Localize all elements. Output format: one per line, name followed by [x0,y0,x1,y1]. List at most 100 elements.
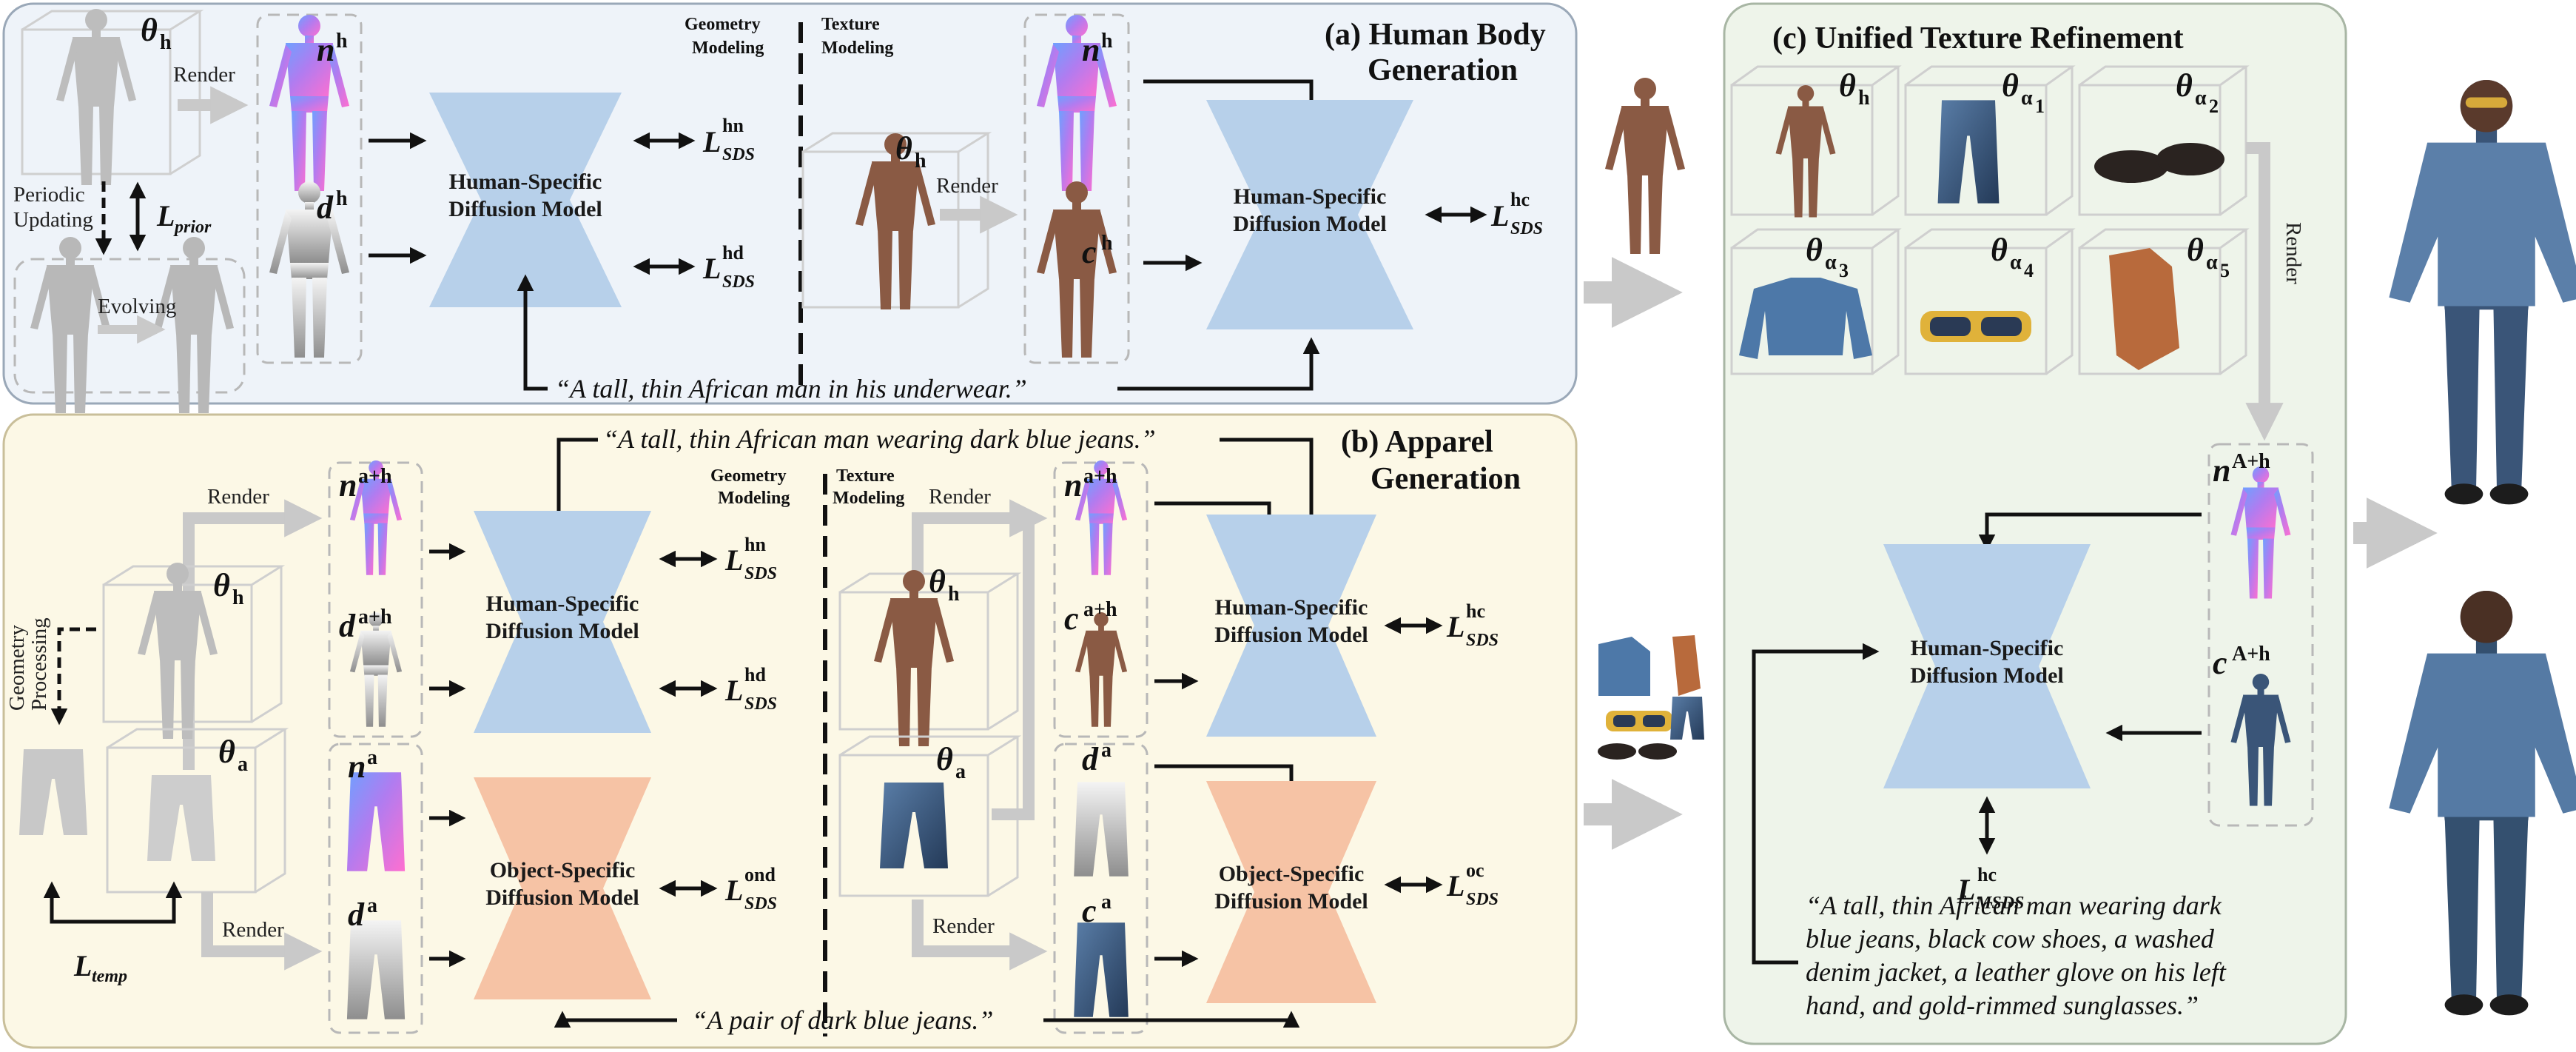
render-label-b1: Render [207,485,269,509]
theta-h-label-c: θ [1839,67,1856,104]
c-Ah-sup-c: A+h [2232,643,2270,666]
n-Ah-label-c: n [2213,452,2230,489]
model-b2-line1: Object-Specific [490,858,636,882]
prompt-b-top-right [1220,438,1320,543]
theta-a-sub-tex-b: a [955,760,966,783]
panel-b-background [2,413,1578,1049]
dashed-box-nd-ah [328,461,423,738]
d-a-label-tex-b: d [1082,741,1099,777]
dashed-box-nc-Ah [2207,443,2314,827]
cube-theta-h-c [1730,65,1902,218]
generated-body-middle [1605,78,1685,254]
render-arrow-b5 [912,899,1048,971]
c-ah-label-tex-b: c [1064,600,1079,637]
c-Ah-label-c: c [2213,645,2227,681]
loss-hn-b-sub: SDS [744,564,777,583]
theta-a4-idx-c: 4 [2024,260,2034,281]
loss-hc-b-sub: SDS [1466,631,1499,650]
theta-h-label-b: θ [213,567,230,603]
c-a-label-tex-b: c [1082,893,1097,929]
d-ah-sup-b: a+h [358,606,392,629]
prompt-refine-1: “A tall, thin African man wearing dark [1806,891,2222,920]
theta-a2-label-c: θ [2176,67,2193,104]
theta-h-sub-tex-b: h [948,583,960,606]
modeling-label-b1: Modeling [718,489,790,508]
render-label-b4: Render [932,914,995,938]
render-label-a2: Render [936,174,998,198]
panel-c-background [1723,2,2347,1045]
theta-a4-label-c: θ [1991,232,2008,268]
dashed-box-nd-a [328,743,423,1034]
theta-a3-alpha-c: α [1825,251,1837,274]
cube-theta-h-texture-a [801,132,992,309]
theta-a5-label-c: θ [2187,232,2204,268]
loss-hd-b-sub: SDS [744,694,777,714]
n-ah-sup-b: a+h [358,465,392,488]
theta-a1-label-c: θ [2002,67,2019,104]
panel-b-title: (b) Apparel [1341,425,1493,459]
theta-a3-idx-c: 3 [1839,260,1849,281]
prompt-b-top-left [550,438,598,543]
render-label-b3: Render [929,485,991,509]
theta-h-label-tex-a: θ [895,130,912,167]
theta-h-label-a: θ [141,12,158,48]
loss-msds-sub: MSDS [1975,894,2024,913]
prompt-b-bot-right [1043,1011,1300,1028]
cube-theta-a-b [106,728,289,894]
c-h-sup-tex-a: h [1101,232,1113,255]
loss-oc-b-sub: SDS [1466,890,1499,909]
theta-h-sub-a: h [160,31,172,54]
loss-hc-a-L: L [1490,199,1509,232]
dashed-box-dc-a [1053,743,1149,1034]
d-a-label-b: d [348,897,365,933]
geometry-label-b: Geometry [710,466,787,486]
loss-hc-b-L: L [1446,610,1464,643]
panel-b-title-2: Generation [1371,462,1521,496]
loss-hd-a-sup: hd [722,242,744,264]
theta-a1-alpha-c: α [2021,87,2033,110]
prompt-a-arrows [517,274,548,391]
n-Ah-sup-c: A+h [2232,450,2270,473]
theta-a-label-tex-b: θ [936,741,953,777]
geom-proc-dash [50,627,96,726]
prompt-apparel-top: “A tall, thin African man wearing dark b… [603,424,1156,454]
d-a-sup-b: a [367,894,377,917]
loss-hc-b-sup: hc [1466,600,1485,622]
modeling-label-b2: Modeling [833,489,904,508]
model-a2-line2: Diffusion Model [1233,212,1387,236]
loss-hd-b-L: L [724,674,743,707]
cube-theta-a5-c [2078,228,2250,375]
model-b4-line1: Object-Specific [1219,862,1365,886]
object-model-b4 [1206,781,1376,1003]
human-model-c [1883,544,2091,788]
modeling-label-a2: Modeling [821,38,893,58]
cube-theta-h-a [21,9,204,185]
n-h-sup-a: h [336,30,348,53]
theta-a2-idx-c: 2 [2209,96,2219,117]
render-arrow-b2 [201,892,323,971]
geom-proc-label-1: Geometry [5,625,29,711]
l-temp-sub: temp [92,967,127,986]
theta-a2-alpha-c: α [2195,87,2207,110]
cube-theta-a3-c [1730,228,1902,375]
evolving-label: Evolving [98,295,176,318]
loss-ond-b-sup: ond [744,864,776,885]
d-ah-label-b: d [339,608,356,644]
theta-a5-alpha-c: α [2206,251,2218,274]
n-ah-label-tex-b: n [1064,467,1082,503]
loss-hc-a-sub: SDS [1510,219,1543,238]
n-h-sup-tex-a: h [1101,30,1113,53]
loss-ond-b-L: L [724,874,743,907]
cube-theta-h-b [102,563,286,739]
render-arrow-c [2245,142,2284,441]
l-prior-sub: prior [173,218,212,237]
n-ah-label-b: n [339,467,357,503]
geom-proc-label-2: Processing [27,617,51,711]
loss-msds-L: L [1957,873,1975,906]
render-label-b2: Render [222,918,284,942]
loss-hc-a-sup: hc [1510,189,1530,210]
arrow-nAh-to-model-c [1978,512,2202,552]
theta-a-label-b: θ [218,734,235,770]
model-b3-line1: Human-Specific [1215,595,1368,620]
